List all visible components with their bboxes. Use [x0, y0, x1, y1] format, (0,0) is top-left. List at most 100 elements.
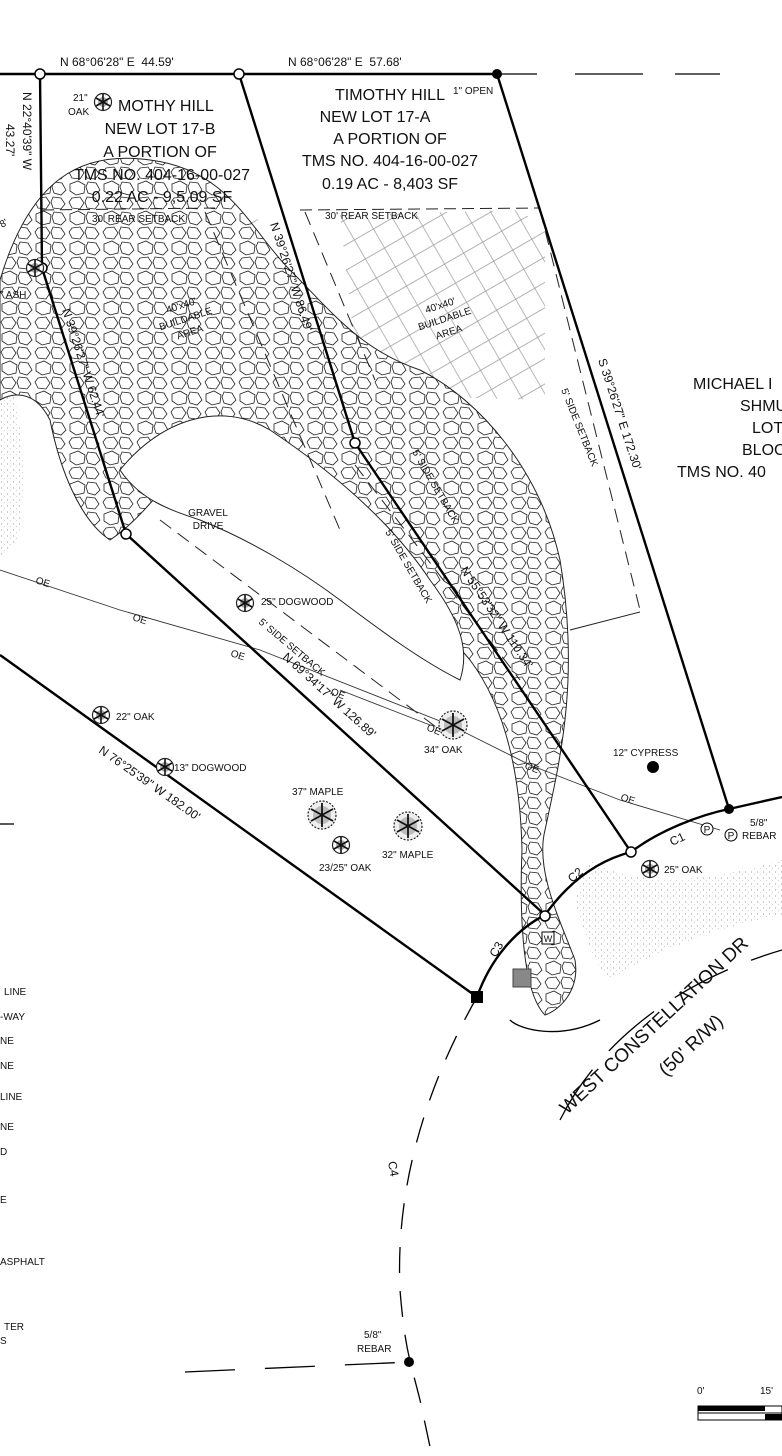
asphalt-road [575, 860, 782, 980]
bearing-top-left: N 68°06'28" E 44.59' [60, 55, 174, 69]
rebar-east-size: 5/8" [750, 818, 768, 829]
legend-item: S [0, 1336, 7, 1347]
lot17a-portion: A PORTION OF [333, 131, 447, 148]
corner-marker [120, 528, 132, 540]
legend-item: ASPHALT [0, 1257, 45, 1268]
lot17a-area: 0.19 AC - 8,403 SF [322, 176, 458, 193]
tree-label-dogwood-25: 25" DOGWOOD [261, 597, 333, 608]
tree-icon [93, 92, 113, 112]
bearing-south-line: N 76°25'39" W 182.00' [96, 743, 203, 824]
legend-item: -WAY [0, 1012, 25, 1023]
tree-symbols [25, 92, 660, 879]
tree-icon [91, 705, 111, 725]
tree-icon [307, 800, 337, 830]
lot17b-lot: NEW LOT 17-B [105, 121, 216, 138]
water-meter-icon [541, 931, 555, 945]
curve-label-c1: C1 [667, 829, 687, 848]
tree-label-oak-2325: 23/25" OAK [319, 863, 372, 874]
corner-marker [492, 69, 502, 79]
setback-rear-17b: 30' REAR SETBACK [92, 214, 185, 225]
open-pipe-label: 1" OPEN [453, 86, 493, 97]
bearing-left-edge: N 22°40'39" W [20, 92, 34, 171]
tree-label-cypress-12: 12" CYPRESS [613, 748, 679, 759]
power-pole-icon [724, 828, 738, 842]
edge-dimension: 8' [0, 217, 10, 230]
oe-label: OE [34, 575, 51, 590]
power-pole-label: P [728, 831, 735, 842]
corner-marker [724, 804, 734, 814]
curve-label-c3: C3 [486, 939, 506, 960]
legend-item: TER [4, 1322, 24, 1333]
gravel-drive-label-1: GRAVEL [188, 508, 228, 519]
tree-label-dogwood-13: 13" DOGWOOD [174, 763, 246, 774]
oe-label: OE [425, 723, 443, 739]
lot17b-area: 0.22 AC - 9,5.09 SF [92, 189, 233, 206]
tree-icon [155, 757, 175, 777]
legend-item: LINE [0, 1092, 23, 1103]
rebar-south-type: REBAR [357, 1344, 391, 1355]
oe-label: OE [131, 612, 148, 627]
lot17a-owner: TIMOTHY HILL [335, 87, 445, 104]
utility-box-icon [512, 968, 532, 988]
tree-label-21-2: OAK [68, 107, 89, 118]
gravel-drive-inner [119, 415, 465, 681]
corner-marker [625, 846, 637, 858]
lot17a-tms: TMS NO. 404-16-00-027 [302, 153, 478, 170]
corner-marker [233, 68, 245, 80]
lot17b-tms: TMS NO. 404-16-00-027 [74, 167, 250, 184]
rebar-south-size: 5/8" [364, 1330, 382, 1341]
adjacent-owner-line1: MICHAEL I [693, 376, 772, 393]
gravel-drive-label-2: DRIVE [193, 521, 224, 532]
corner-marker [349, 437, 361, 449]
row-dashed-lines [0, 73, 782, 1456]
tree-label-maple-37: 37" MAPLE [292, 787, 344, 798]
scale-zero-label: 0' [697, 1386, 705, 1397]
tree-icon [647, 761, 659, 773]
adjacent-owner-line5: TMS NO. 40 [677, 464, 766, 481]
curve-label-c4: C4 [385, 1160, 402, 1178]
water-meter-label: W [544, 934, 553, 944]
setback-rear-17a: 30' REAR SETBACK [325, 211, 418, 222]
bearing-left-edge-dist: 43.27' [3, 124, 17, 156]
tree-label-oak-22: 22" OAK [116, 712, 155, 723]
corner-marker [34, 68, 46, 80]
tree-label-oak-25: 25" OAK [664, 865, 703, 876]
tree-label-maple-32: 32" MAPLE [382, 850, 434, 861]
bearing-top-right: N 68°06'28" E 57.68' [288, 55, 402, 69]
scale-fifteen-label: 15' [760, 1386, 773, 1397]
tree-icon [640, 859, 660, 879]
legend-item: NE [0, 1061, 14, 1072]
oe-label: OE [329, 687, 347, 703]
corner-marker-square [471, 991, 483, 1003]
legend: LINE -WAY NE NE LINE NE D E ASPHALT TER … [0, 987, 45, 1347]
lot17b-portion: A PORTION OF [103, 144, 217, 161]
oe-label: OE [523, 761, 541, 777]
legend-item: D [0, 1147, 7, 1158]
legend-item: NE [0, 1122, 14, 1133]
setback-lines [41, 207, 641, 731]
adjacent-owner-line2: SHMU [740, 398, 782, 415]
tree-icon [25, 258, 45, 278]
adjacent-owner-line4: BLOC [742, 442, 782, 459]
property-boundaries [0, 72, 782, 998]
corner-marker [539, 910, 551, 922]
buildable-area-17a [340, 210, 545, 400]
tree-label-ash: " ASH [0, 290, 26, 301]
rebar-east-type: REBAR [742, 831, 776, 842]
asphalt-left [0, 350, 24, 560]
legend-item: LINE [4, 987, 27, 998]
tree-label-21-1: 21" [73, 93, 88, 104]
adjacent-owner-line3: LOT [752, 420, 782, 437]
tree-icon [393, 811, 423, 841]
legend-item: E [0, 1195, 7, 1206]
tree-icon [438, 710, 468, 740]
lot17a-lot: NEW LOT 17-A [320, 109, 431, 126]
tree-icon [331, 835, 351, 855]
legend-item: NE [0, 1036, 14, 1047]
power-pole-label: P [704, 825, 711, 836]
oe-label: OE [229, 648, 246, 663]
lot17b-owner: MOTHY HILL [118, 98, 214, 115]
setback-side-17a-east: 5' SIDE SETBACK [558, 387, 599, 468]
bearing-east-line: S 39°26'27" E 172.30' [595, 357, 644, 472]
